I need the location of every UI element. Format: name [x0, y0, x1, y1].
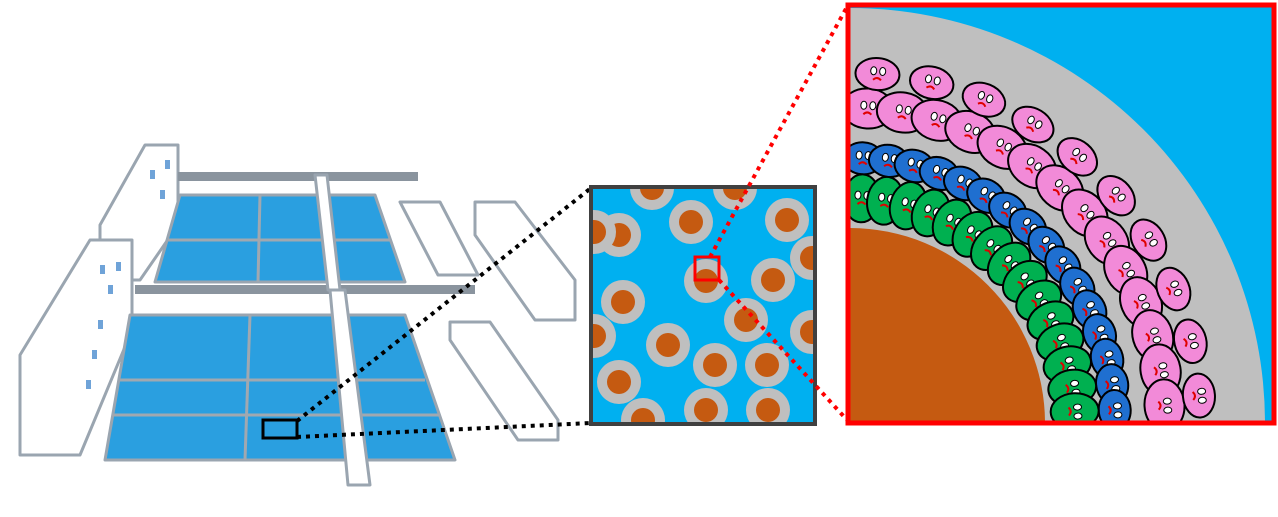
- bacterium-green: [1049, 392, 1100, 421]
- floc-zoom-marker: [693, 255, 721, 282]
- bacterium-pink: [1172, 318, 1208, 365]
- floc: [630, 189, 674, 210]
- bacterium-pink: [1129, 218, 1168, 262]
- floc: [765, 198, 809, 242]
- bacterium-pink: [1181, 372, 1216, 419]
- floc: [790, 310, 813, 354]
- bacterium-pink: [854, 57, 901, 92]
- floc: [724, 298, 768, 342]
- bacterium-pink: [1155, 266, 1192, 312]
- floc: [601, 280, 645, 324]
- bacterium-pink: [1096, 174, 1136, 217]
- floc-panel-border: [589, 185, 817, 426]
- detail-panel-border: [845, 2, 1277, 426]
- floc: [745, 343, 789, 387]
- floc: [790, 236, 813, 280]
- bacterium-pink: [1056, 137, 1099, 177]
- floc: [751, 258, 795, 302]
- floc: [646, 323, 690, 367]
- floc: [621, 398, 665, 422]
- floc-detail-panel: [845, 2, 1277, 426]
- plant-zoom-lines: [295, 186, 593, 439]
- floc-zoom-lines: [708, 4, 850, 423]
- floc: [746, 388, 790, 422]
- floc-panel: [589, 185, 817, 426]
- floc: [597, 360, 641, 404]
- floc: [693, 343, 737, 387]
- bacterium-pink: [1007, 142, 1058, 190]
- treatment-plant-illustration: [18, 143, 577, 487]
- floc: [593, 210, 616, 254]
- plant-zoom-marker: [261, 418, 299, 440]
- bacterium-pink: [1011, 105, 1055, 144]
- floc: [684, 388, 728, 422]
- bacterium-blue: [1097, 389, 1132, 421]
- floc: [669, 200, 713, 244]
- bacterium-pink: [908, 65, 955, 101]
- floc: [713, 189, 757, 210]
- bacterium-pink: [961, 81, 1007, 118]
- floc: [593, 314, 616, 358]
- floc-core: [850, 228, 1045, 421]
